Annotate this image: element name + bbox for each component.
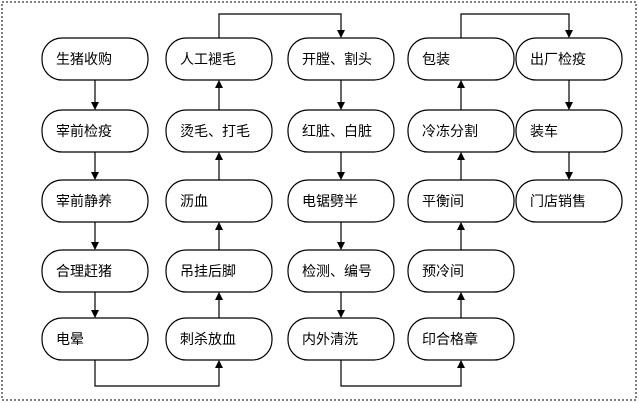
step-label: 印合格章 <box>422 331 478 348</box>
step-label: 装车 <box>530 123 558 140</box>
step-label: 电晕 <box>56 332 84 348</box>
step-label: 合理赶猪 <box>56 264 112 280</box>
step-label: 宰前静养 <box>56 193 112 210</box>
step-label: 出厂检疫 <box>530 52 586 68</box>
step-label: 冷冻分割 <box>422 123 478 140</box>
column-5: 出厂检疫 装车 门店销售 <box>515 37 623 223</box>
connector-arrow <box>218 13 345 38</box>
column-2: 人工褪毛 烫毛、打毛 沥血 吊挂后脚 刺杀放血 <box>165 37 273 361</box>
step-label: 电锯劈半 <box>302 193 358 210</box>
step-label: 生猪收购 <box>56 52 112 68</box>
step-label: 检测、编号 <box>302 264 372 280</box>
step-box <box>515 179 623 223</box>
connector-arrow <box>94 360 223 387</box>
step-label: 平衡间 <box>422 194 464 210</box>
step-label: 红脏、白脏 <box>302 124 372 140</box>
step-label: 预冷间 <box>422 264 464 280</box>
connector-arrow <box>460 13 573 38</box>
step-label: 宰前检疫 <box>56 123 112 140</box>
connector-arrow <box>340 360 465 387</box>
step-label: 沥血 <box>180 194 208 210</box>
step-label: 吊挂后脚 <box>180 264 236 280</box>
step-label: 烫毛、打毛 <box>180 123 250 140</box>
step-label: 内外清洗 <box>302 332 358 348</box>
step-label: 门店销售 <box>530 194 586 210</box>
step-label: 刺杀放血 <box>180 332 236 348</box>
step-label: 包装 <box>422 52 450 68</box>
step-label: 开膛、割头 <box>302 51 372 68</box>
step-label: 人工褪毛 <box>180 52 236 68</box>
